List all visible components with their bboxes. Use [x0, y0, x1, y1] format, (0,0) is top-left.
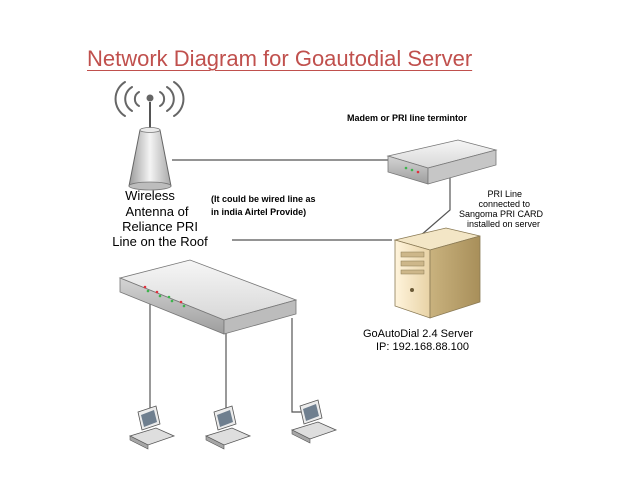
modem-icon: [386, 139, 498, 185]
pri-line-label: PRI Line connected to Sangoma PRI CARD i…: [459, 189, 544, 229]
pri-line-label-line: Sangoma PRI CARD: [459, 209, 544, 219]
line-modem-server: [419, 173, 451, 237]
server-drive-bay-2: [400, 260, 425, 267]
server-power-button: [410, 288, 414, 292]
wireless-signal-icon: [114, 81, 185, 117]
pri-line-label-line: PRI Line: [487, 189, 522, 199]
switch-port-leds: [143, 285, 186, 308]
antenna-label: Wireless Antenna of Reliance PRI Line on…: [112, 188, 208, 249]
pri-line-label-line: connected to: [478, 199, 530, 209]
note-line: (It could be wired line as: [211, 194, 316, 204]
modem-label: Madem or PRI line termintor: [347, 113, 468, 123]
workstation-icon: [290, 399, 338, 444]
switch-icon: [118, 259, 298, 335]
workstation-icon: [204, 405, 252, 450]
antenna-label-line: Reliance PRI: [122, 219, 198, 234]
server-tower-icon: [393, 227, 481, 319]
workstation-icon: [128, 405, 176, 450]
modem-led-2: [410, 168, 414, 172]
line-switch-pc3: [291, 318, 308, 413]
antenna-label-line: Line on the Roof: [112, 234, 208, 249]
modem-led-1: [404, 166, 408, 170]
server-drive-bay-3: [400, 269, 425, 275]
wired-line-note: (It could be wired line as in india Airt…: [211, 194, 316, 217]
pri-line-label-line: installed on server: [467, 219, 540, 229]
server-name: GoAutoDial 2.4 Server: [363, 328, 473, 340]
page-title: Network Diagram for Goautodial Server: [87, 46, 473, 71]
server-ip: IP: 192.168.88.100: [376, 341, 469, 353]
antenna-label-line: Antenna of: [126, 204, 189, 219]
modem-led-3: [416, 170, 420, 174]
server-drive-bay-1: [400, 251, 425, 258]
antenna-icon: [128, 102, 172, 191]
antenna-label-line: Wireless: [125, 188, 175, 203]
server-label: GoAutoDial 2.4 Server IP: 192.168.88.100: [363, 328, 473, 353]
note-line: in india Airtel Provide): [211, 207, 306, 217]
